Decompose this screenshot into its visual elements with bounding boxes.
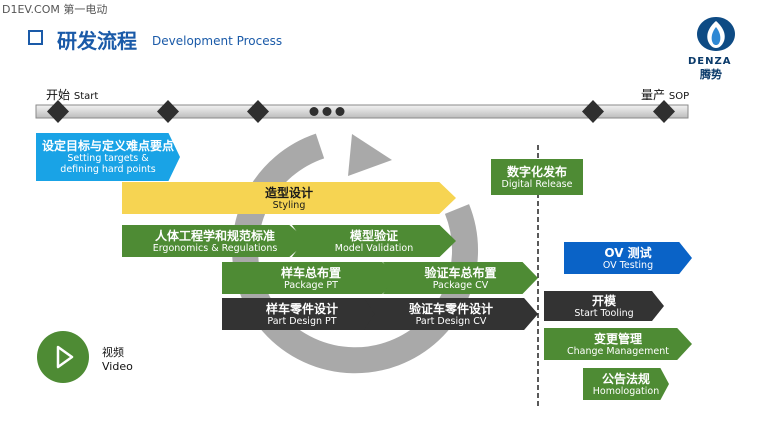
video-label[interactable]: 视频 Video bbox=[102, 346, 133, 373]
stage-package-pt: 样车总布置 Package PT bbox=[222, 262, 400, 294]
milestone-start bbox=[47, 100, 69, 123]
milestone-2 bbox=[157, 100, 179, 123]
timeline-end-label: 量产 SOP bbox=[641, 88, 690, 102]
timeline-bar bbox=[35, 100, 689, 123]
brand-name-cn: 腾势 bbox=[700, 68, 722, 81]
play-icon bbox=[56, 345, 74, 369]
stage-start-tooling: 开模 Start Tooling bbox=[544, 291, 664, 321]
page-title: 研发流程 bbox=[57, 29, 137, 53]
stage-styling: 造型设计 Styling bbox=[122, 182, 456, 214]
stage-digital-release: 数字化发布 Digital Release bbox=[491, 159, 583, 195]
stage-ergonomics: 人体工程学和规范标准 Ergonomics & Regulations bbox=[122, 225, 308, 257]
stage-homologation: 公告法规 Homologation bbox=[583, 368, 669, 400]
stage-package-cv: 验证车总布置 Package CV bbox=[383, 262, 538, 294]
milestone-4 bbox=[582, 100, 604, 123]
checkbox-icon bbox=[28, 30, 43, 45]
stage-part-design-pt: 样车零件设计 Part Design PT bbox=[222, 298, 382, 330]
stage-part-design-cv: 验证车零件设计 Part Design CV bbox=[364, 298, 538, 330]
timeline-start-label: 开始 Start bbox=[46, 88, 99, 102]
brand-name: DENZA bbox=[688, 56, 732, 67]
ellipsis-dot bbox=[322, 107, 332, 116]
page-subtitle: Development Process bbox=[152, 34, 283, 48]
video-play-button[interactable] bbox=[37, 331, 89, 383]
stage-setting-targets: 设定目标与定义难点要点 Setting targets & defining h… bbox=[36, 133, 180, 181]
denza-logo-icon bbox=[697, 17, 735, 51]
ellipsis-dot bbox=[335, 107, 345, 116]
watermark-text: D1EV.COM 第一电动 bbox=[2, 3, 108, 16]
milestone-3 bbox=[247, 100, 269, 123]
stage-model-validation: 模型验证 Model Validation bbox=[292, 225, 456, 257]
stage-ov-testing: OV 测试 OV Testing bbox=[564, 242, 692, 274]
milestone-sop bbox=[653, 100, 675, 123]
stage-change-management: 变更管理 Change Management bbox=[544, 328, 692, 360]
ellipsis-dot bbox=[309, 107, 319, 116]
